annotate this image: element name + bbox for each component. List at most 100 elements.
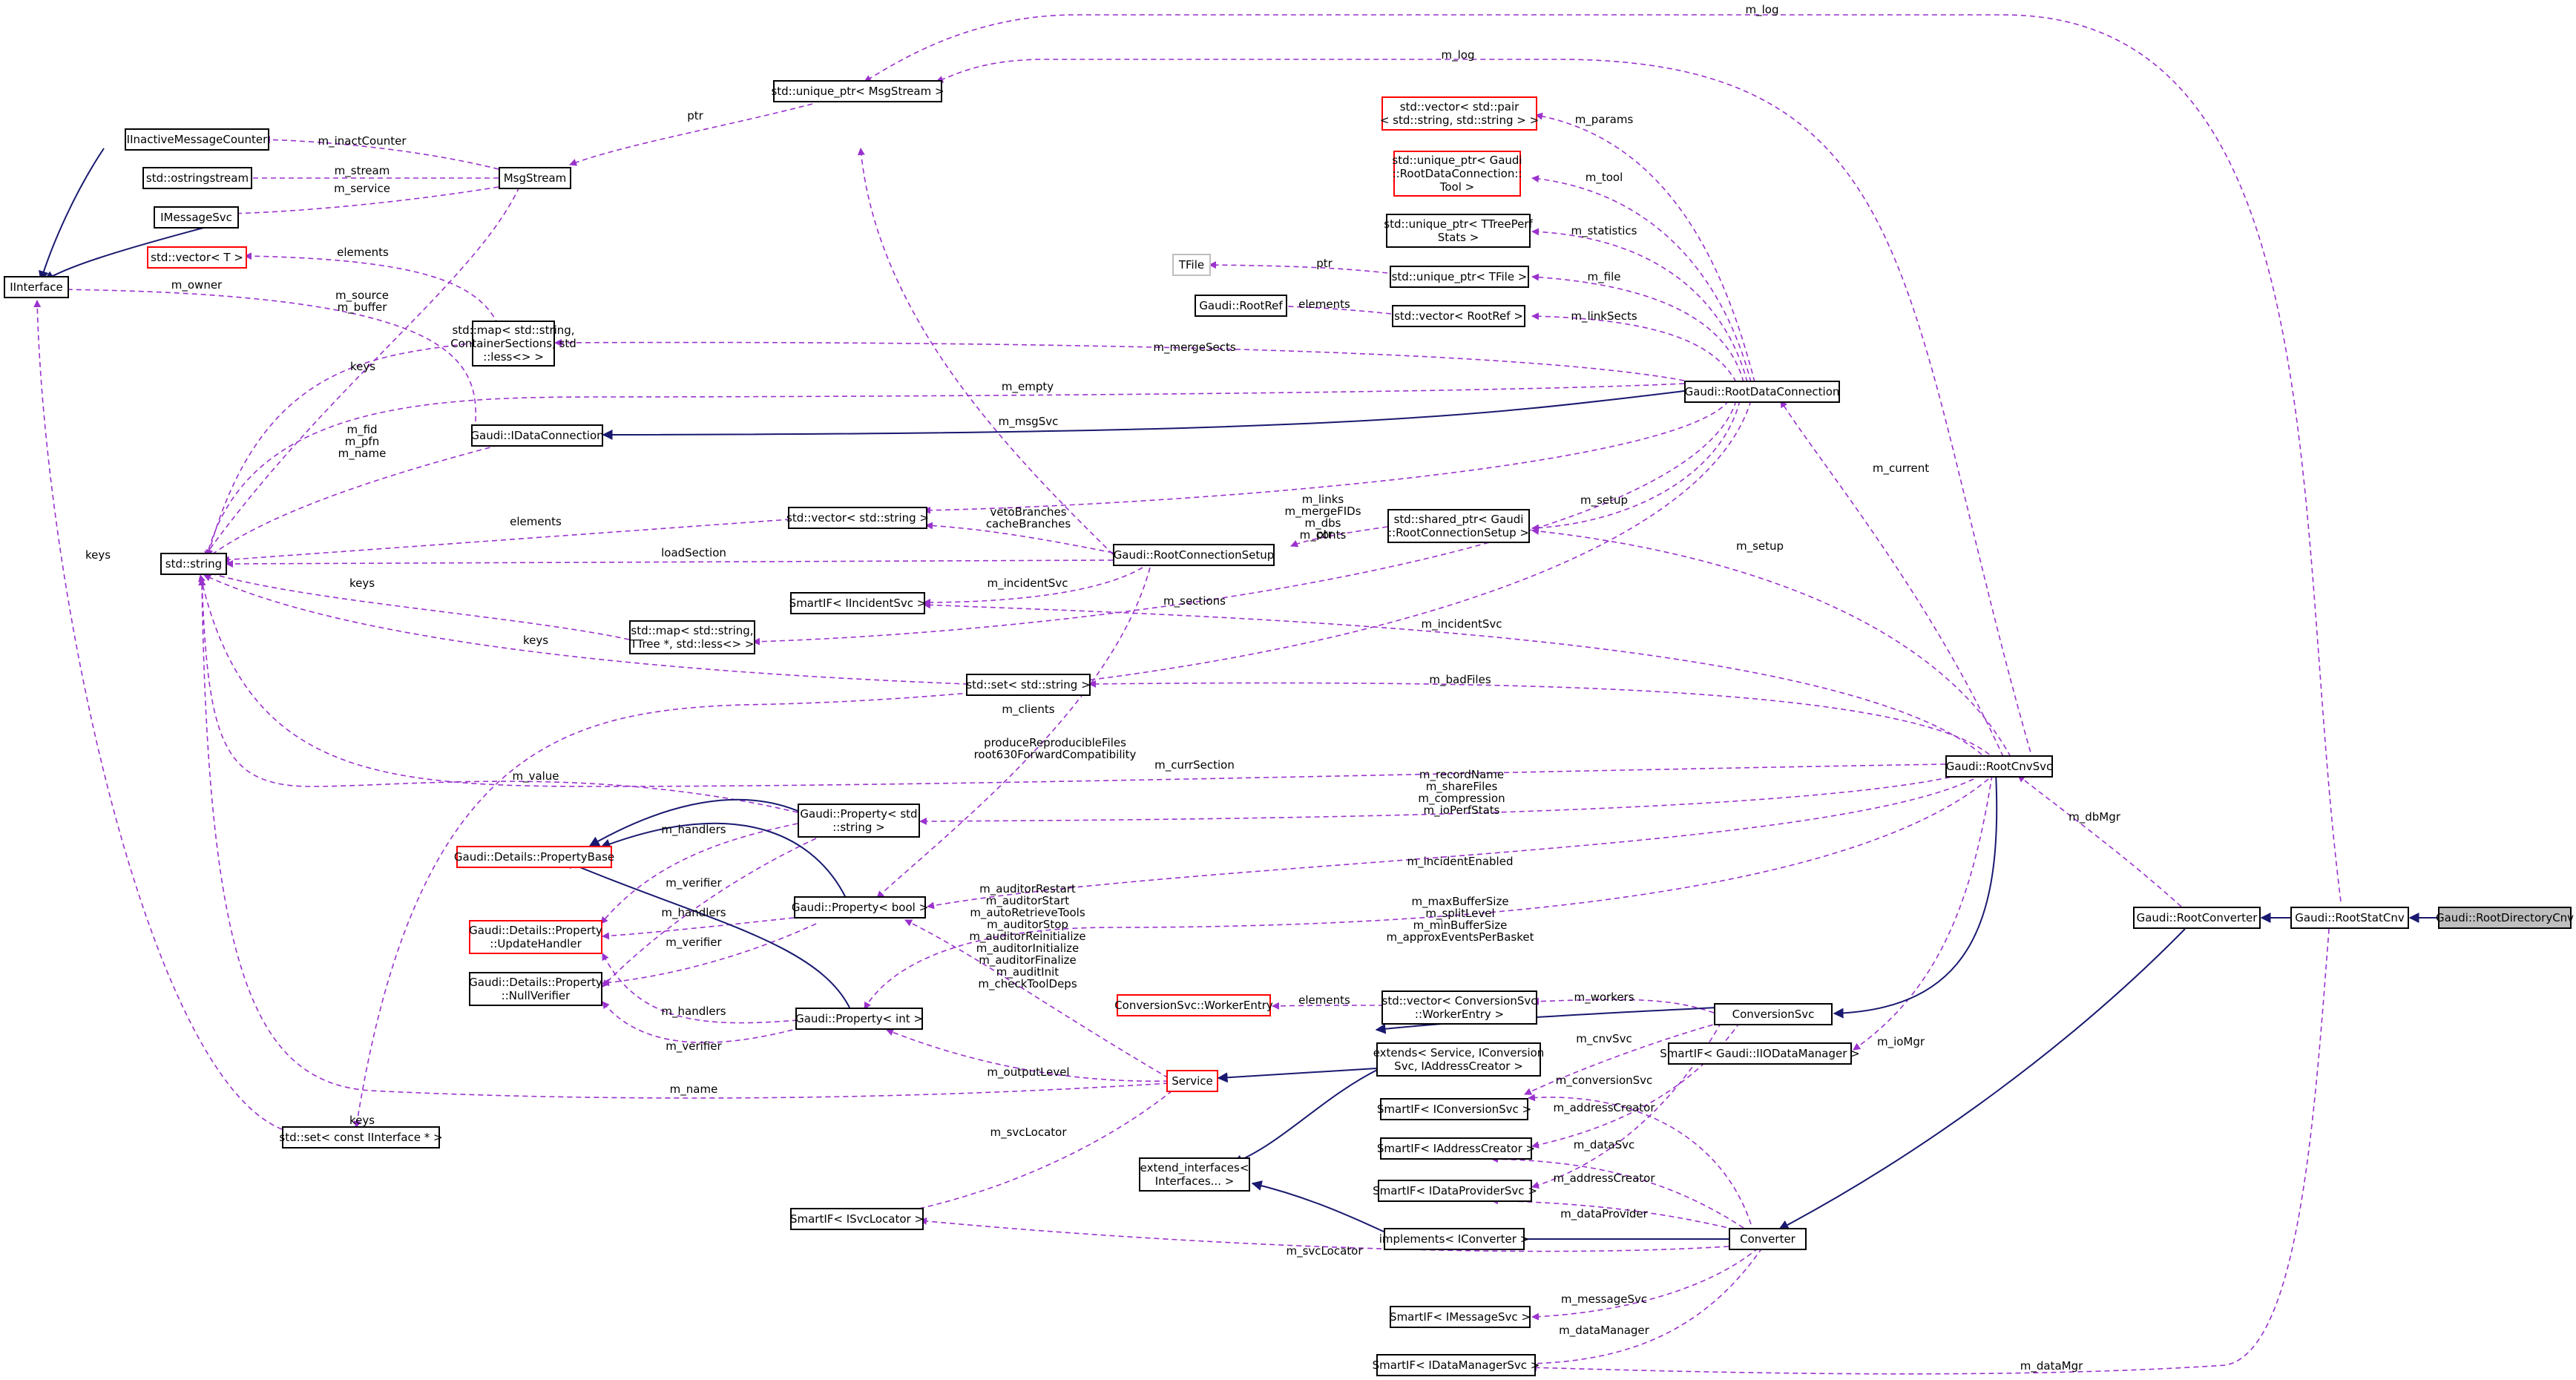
node-update-handler[interactable]: Gaudi::Details::Property ::UpdateHandler: [469, 920, 602, 954]
node-tfile[interactable]: TFile: [1172, 254, 1211, 276]
node-smartif-isvclocator[interactable]: SmartIF< ISvcLocator >: [790, 1208, 924, 1230]
node-null-verifier[interactable]: Gaudi::Details::Property ::NullVerifier: [469, 972, 602, 1006]
node-smartif-idataprovidersvc[interactable]: SmartIF< IDataProviderSvc >: [1373, 1180, 1537, 1202]
label-m_current: m_current: [1872, 461, 1930, 475]
edge-m_datamgr: [1529, 919, 2330, 1375]
label-m_setup-2: m_setup: [1735, 539, 1784, 553]
node-idata-connection[interactable]: Gaudi::IDataConnection: [470, 424, 604, 447]
node-iinterface[interactable]: IInterface: [4, 276, 69, 298]
node-iinactive-message-counter[interactable]: IInactiveMessageCounter: [125, 128, 269, 151]
node-smartif-iincidentsvc[interactable]: SmartIF< IIncidentSvc >: [789, 592, 926, 614]
node-root-connection-setup[interactable]: Gaudi::RootConnectionSetup: [1113, 544, 1275, 566]
node-vector-t[interactable]: std::vector< T >: [147, 246, 247, 269]
edge-inherit-property-int: [562, 859, 850, 1008]
label-m_recordname: m_recordName m_shareFiles m_compression …: [1418, 768, 1505, 817]
label-elements-rootref: elements: [1298, 298, 1350, 311]
edge-inherit-imessagesvc: [43, 226, 210, 281]
node-unique-ptr-ttreeperfstats[interactable]: std::unique_ptr< TTreePerf Stats >: [1384, 214, 1533, 248]
edge-m_clients: [353, 400, 1752, 1128]
edge-ptr-msgstream: [569, 103, 813, 166]
node-vector-string[interactable]: std::vector< std::string >: [786, 507, 929, 529]
edge-inherit-extendinterfaces-1: [1232, 1068, 1381, 1165]
edge-m_auditor: [904, 919, 1169, 1079]
label-keys-set: keys: [522, 634, 549, 647]
label-m_auditor: m_auditorRestart m_auditorStart m_autoRe…: [969, 882, 1086, 990]
edge-inherit-property-string: [588, 798, 802, 847]
edge-inherit-converter: [1778, 928, 2186, 1230]
node-map-ttree[interactable]: std::map< std::string, TTree *, std::les…: [629, 620, 755, 654]
node-ostringstream[interactable]: std::ostringstream: [142, 167, 252, 189]
edge-m_incidentenabled: [927, 778, 1974, 910]
label-m_incidentsvc-1: m_incidentSvc: [987, 576, 1068, 590]
node-implements-iconverter[interactable]: implements< IConverter >: [1379, 1228, 1529, 1250]
label-elements-vector-t: elements: [337, 246, 389, 259]
node-vector-pair[interactable]: std::vector< std::pair < std::string, st…: [1380, 96, 1539, 131]
node-std-string[interactable]: std::string: [160, 553, 227, 575]
label-m_dbmgr: m_dbMgr: [2069, 810, 2120, 824]
node-imessage-svc[interactable]: IMessageSvc: [154, 206, 239, 229]
label-keys-iinterface: keys: [85, 548, 111, 562]
label-m_service: m_service: [334, 182, 390, 195]
label-m_log-top: m_log: [1745, 3, 1779, 16]
label-m_svclocator-2: m_svcLocator: [1286, 1244, 1363, 1258]
node-smartif-idatamanagersvc[interactable]: SmartIF< IDataManagerSvc >: [1373, 1354, 1540, 1376]
edge-m_sections: [752, 400, 1737, 645]
node-conversion-svc[interactable]: ConversionSvc: [1714, 1003, 1833, 1025]
node-root-cnv-svc[interactable]: Gaudi::RootCnvSvc: [1945, 755, 2053, 778]
label-loadsection: loadSection: [661, 546, 726, 559]
edge-m_handlers-3: [602, 953, 798, 1024]
node-unique-ptr-tool[interactable]: std::unique_ptr< Gaudi ::RootDataConnect…: [1392, 151, 1522, 197]
node-smartif-iiodatamanager[interactable]: SmartIF< Gaudi::IIODataManager >: [1660, 1042, 1860, 1065]
label-m_statistics: m_statistics: [1571, 224, 1637, 237]
node-root-ref[interactable]: Gaudi::RootRef: [1195, 295, 1287, 317]
node-smartif-iconversionsvc[interactable]: SmartIF< IConversionSvc >: [1377, 1098, 1531, 1120]
edge-m_badfiles: [1088, 680, 1997, 761]
label-ptr-tfile: ptr: [1316, 257, 1333, 270]
label-m_workers: m_workers: [1574, 990, 1634, 1004]
label-keys-left: keys: [349, 1114, 375, 1127]
label-m_log-2: m_log: [1441, 48, 1475, 62]
label-veto-cache: vetoBranches cacheBranches: [985, 505, 1071, 530]
node-converter[interactable]: Converter: [1729, 1228, 1807, 1250]
edge-m_handlers-1: [600, 823, 798, 924]
label-m_messagesvc: m_messageSvc: [1560, 1292, 1648, 1306]
node-set-string[interactable]: std::set< std::string >: [966, 674, 1091, 696]
node-worker-entry[interactable]: ConversionSvc::WorkerEntry: [1114, 994, 1273, 1016]
node-set-iinterface[interactable]: std::set< const IInterface * >: [279, 1126, 443, 1149]
node-unique-ptr-msgstream[interactable]: std::unique_ptr< MsgStream >: [771, 80, 944, 102]
node-root-directory-cnv[interactable]: Gaudi::RootDirectoryCnv: [2436, 907, 2574, 929]
node-map-container-sections[interactable]: std::map< std::string, ContainerSections…: [450, 321, 576, 367]
node-msg-stream[interactable]: MsgStream: [499, 167, 571, 189]
node-unique-ptr-tfile[interactable]: std::unique_ptr< TFile >: [1390, 266, 1529, 288]
node-extends-service[interactable]: extends< Service, IConversion Svc, IAddr…: [1373, 1042, 1544, 1077]
edge-m_msgsvc: [857, 148, 1114, 555]
node-shared-ptr-setup[interactable]: std::shared_ptr< Gaudi ::RootConnectionS…: [1387, 509, 1530, 543]
node-extend-interfaces[interactable]: extend_interfaces< Interfaces... >: [1139, 1157, 1250, 1192]
node-property-string[interactable]: Gaudi::Property< std ::string >: [798, 804, 920, 838]
edge-m_statistics: [1531, 228, 1748, 383]
node-root-stat-cnv[interactable]: Gaudi::RootStatCnv: [2290, 907, 2409, 929]
edge-m_recordname: [919, 775, 1959, 825]
edge-ptr-setup: [1290, 526, 1388, 548]
edge-veto-cache: [925, 522, 1114, 553]
edge-produce: [876, 567, 1151, 898]
edge-m_outputlevel: [886, 1028, 1169, 1082]
node-vector-rootref[interactable]: std::vector< RootRef >: [1392, 305, 1525, 327]
label-m_inactcounter: m_inactCounter: [318, 134, 407, 148]
node-property-bool[interactable]: Gaudi::Property< bool >: [792, 896, 928, 919]
edge-m_params: [1535, 112, 1755, 383]
node-root-converter[interactable]: Gaudi::RootConverter: [2133, 907, 2261, 929]
node-root-data-connection[interactable]: Gaudi::RootDataConnection: [1684, 381, 1840, 403]
label-m_verifier-1: m_verifier: [666, 876, 722, 890]
node-smartif-iaddresscreator[interactable]: SmartIF< IAddressCreator >: [1377, 1137, 1535, 1160]
node-smartif-imessagesvc[interactable]: SmartIF< IMessageSvc >: [1390, 1306, 1531, 1328]
label-m_clients: m_clients: [1002, 703, 1055, 716]
edge-elements-worker: [1272, 1002, 1384, 1010]
label-m_mergesects: m_mergeSects: [1153, 341, 1236, 354]
edge-m_log-2: [936, 59, 2034, 761]
node-property-base[interactable]: Gaudi::Details::PropertyBase: [454, 846, 614, 868]
node-property-int[interactable]: Gaudi::Property< int >: [795, 1008, 923, 1030]
node-vector-worker-entry[interactable]: std::vector< ConversionSvc ::WorkerEntry…: [1381, 990, 1537, 1025]
edge-m_log-1: [864, 14, 2342, 902]
node-service[interactable]: Service: [1166, 1070, 1218, 1092]
